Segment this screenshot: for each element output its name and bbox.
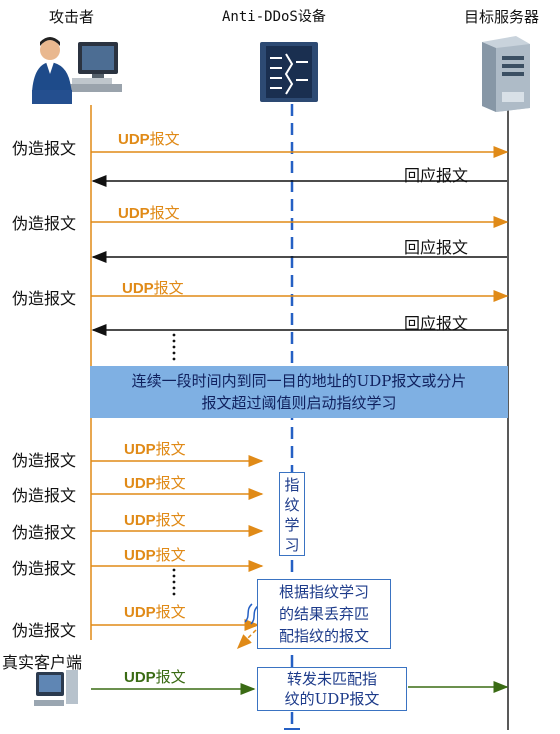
response-label-3: 回应报文 xyxy=(404,314,469,333)
response-label-2: 回应报文 xyxy=(404,238,469,257)
udp-label-4: UDP报文 xyxy=(124,440,186,458)
learning-char-3: 学 xyxy=(284,516,300,534)
udp-label-5: UDP报文 xyxy=(124,474,186,492)
udp-label-client: UDP报文 xyxy=(124,668,186,686)
discard-line-2: 的结果丢弃匹 xyxy=(278,605,369,623)
attacker-header: 攻击者 xyxy=(49,8,95,26)
client-computer-icon xyxy=(34,670,78,706)
anti-ddos-device-icon xyxy=(260,42,318,102)
forged-label-5: 伪造报文 xyxy=(12,486,77,505)
udp-label-8: UDP报文 xyxy=(124,603,186,621)
discard-line-3: 配指纹的报文 xyxy=(278,627,369,645)
forward-line-1: 转发未匹配指 xyxy=(286,670,377,688)
banner-line-2: 报文超过阈值则启动指纹学习 xyxy=(201,394,397,412)
discard-arrow xyxy=(236,629,257,650)
udp-label-2: UDP报文 xyxy=(118,204,180,222)
ellipsis-dots-2 xyxy=(172,568,176,596)
forged-label-8: 伪造报文 xyxy=(12,621,77,640)
attacker-person-icon xyxy=(32,37,122,104)
discard-box: 根据指纹学习 的结果丢弃匹 配指纹的报文 xyxy=(257,579,391,649)
discard-wave-icon xyxy=(244,603,259,625)
server-header: 目标服务器 xyxy=(464,8,540,26)
server-icon xyxy=(482,36,530,112)
forged-label-6: 伪造报文 xyxy=(12,523,77,542)
forward-line-2: 纹的UDP报文 xyxy=(284,690,380,708)
threshold-banner: 连续一段时间内到同一目的地址的UDP报文或分片 报文超过阈值则启动指纹学习 xyxy=(90,366,508,418)
real-client-label: 真实客户端 xyxy=(2,653,83,672)
udp-label-3: UDP报文 xyxy=(122,279,184,297)
banner-line-1: 连续一段时间内到同一目的地址的UDP报文或分片 xyxy=(131,372,467,390)
udp-label-1: UDP报文 xyxy=(118,130,180,148)
ellipsis-dots-1 xyxy=(172,333,176,361)
forward-box: 转发未匹配指 纹的UDP报文 xyxy=(257,667,407,711)
device-header: Anti-DDoS设备 xyxy=(222,9,326,25)
fingerprint-learning-box: 指 纹 学 习 xyxy=(279,472,305,556)
forged-label-4: 伪造报文 xyxy=(12,451,77,470)
udp-label-7: UDP报文 xyxy=(124,546,186,564)
forged-label-3: 伪造报文 xyxy=(12,289,77,308)
learning-char-4: 习 xyxy=(284,536,300,554)
forged-label-7: 伪造报文 xyxy=(12,559,77,578)
learning-char-1: 指 xyxy=(284,476,300,494)
learning-char-2: 纹 xyxy=(284,496,300,514)
discard-line-1: 根据指纹学习 xyxy=(278,583,369,601)
forged-label-1: 伪造报文 xyxy=(12,139,77,158)
udp-label-6: UDP报文 xyxy=(124,511,186,529)
response-label-1: 回应报文 xyxy=(404,166,469,185)
forged-label-2: 伪造报文 xyxy=(12,214,77,233)
